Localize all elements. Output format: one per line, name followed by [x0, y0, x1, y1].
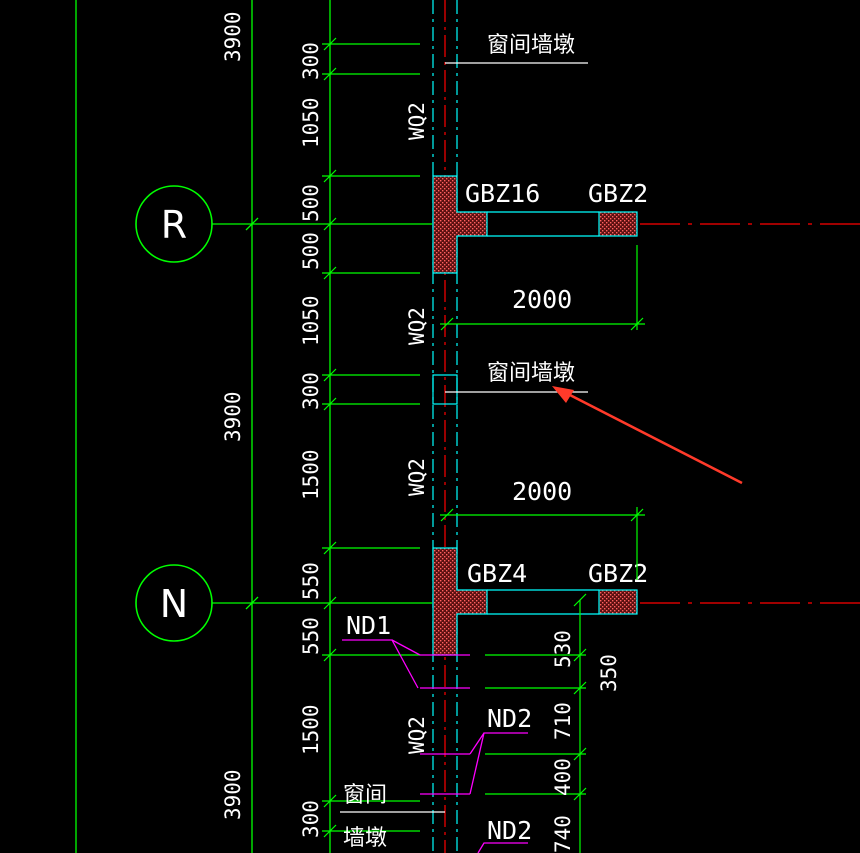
- wall-outline: [432, 0, 458, 853]
- span-dim-top-lines: [440, 245, 645, 331]
- axis-n-label: N: [160, 582, 188, 626]
- label-gbz4: GBZ4: [467, 559, 527, 588]
- label-pier-top: 窗间墙墩: [487, 33, 575, 58]
- label-nd2-a: ND2: [487, 704, 532, 733]
- right-dim-530: 530: [551, 630, 575, 668]
- seg-dim-1500-b: 1500: [299, 704, 323, 755]
- right-dim-740: 740: [551, 815, 575, 853]
- beam-bottom: [487, 589, 599, 615]
- right-dim-400: 400: [551, 758, 575, 796]
- label-wq2-d: WQ2: [405, 716, 429, 754]
- label-gbz2-top: GBZ2: [588, 179, 648, 208]
- span-dim-bottom-lines: [440, 507, 645, 580]
- seg-dim-500-a: 500: [299, 184, 323, 222]
- label-wq2-a: WQ2: [405, 102, 429, 140]
- span-dim-bottom: 2000: [512, 477, 572, 506]
- span-dim-top: 2000: [512, 285, 572, 314]
- right-dim-350: 350: [597, 654, 621, 692]
- axis-n-bubble[interactable]: N: [135, 564, 432, 642]
- seg-dim-300-a: 300: [299, 42, 323, 80]
- label-pier-bottom-2: 墙墩: [343, 826, 387, 851]
- opening-leaders: [342, 639, 528, 853]
- seg-dim-300-c: 300: [299, 800, 323, 838]
- label-wq2-b: WQ2: [405, 307, 429, 345]
- right-dimension-lines: [485, 593, 587, 853]
- seg-dim-1050-b: 1050: [299, 295, 323, 346]
- beam-top: [487, 211, 599, 237]
- label-nd2-b: ND2: [487, 816, 532, 845]
- floor-dim-mid: 3900: [221, 391, 245, 442]
- pier-box-mid: [432, 374, 458, 405]
- right-dim-710: 710: [551, 702, 575, 740]
- seg-dim-1050-a: 1050: [299, 97, 323, 148]
- annotation-arrow: [552, 386, 743, 485]
- seg-dim-550-b: 550: [299, 617, 323, 655]
- column-gbz2-top[interactable]: [598, 211, 638, 237]
- label-pier-bottom-1: 窗间: [343, 783, 387, 808]
- label-gbz16: GBZ16: [465, 179, 540, 208]
- seg-dim-550-a: 550: [299, 562, 323, 600]
- axis-r-label: R: [161, 203, 187, 247]
- seg-dim-500-b: 500: [299, 232, 323, 270]
- seg-dim-300-b: 300: [299, 372, 323, 410]
- seg-dim-1500-a: 1500: [299, 449, 323, 500]
- label-nd1: ND1: [346, 611, 391, 640]
- segment-extension-lines: [322, 37, 420, 838]
- floor-dim-top: 3900: [221, 11, 245, 62]
- label-gbz2-bottom: GBZ2: [588, 559, 648, 588]
- column-gbz2-bottom[interactable]: [598, 589, 638, 615]
- floor-dimension-lines: [75, 0, 331, 853]
- axis-r-bubble[interactable]: R: [135, 185, 432, 263]
- floor-dim-bottom: 3900: [221, 769, 245, 820]
- label-pier-mid: 窗间墙墩: [487, 361, 575, 386]
- label-wq2-c: WQ2: [405, 458, 429, 496]
